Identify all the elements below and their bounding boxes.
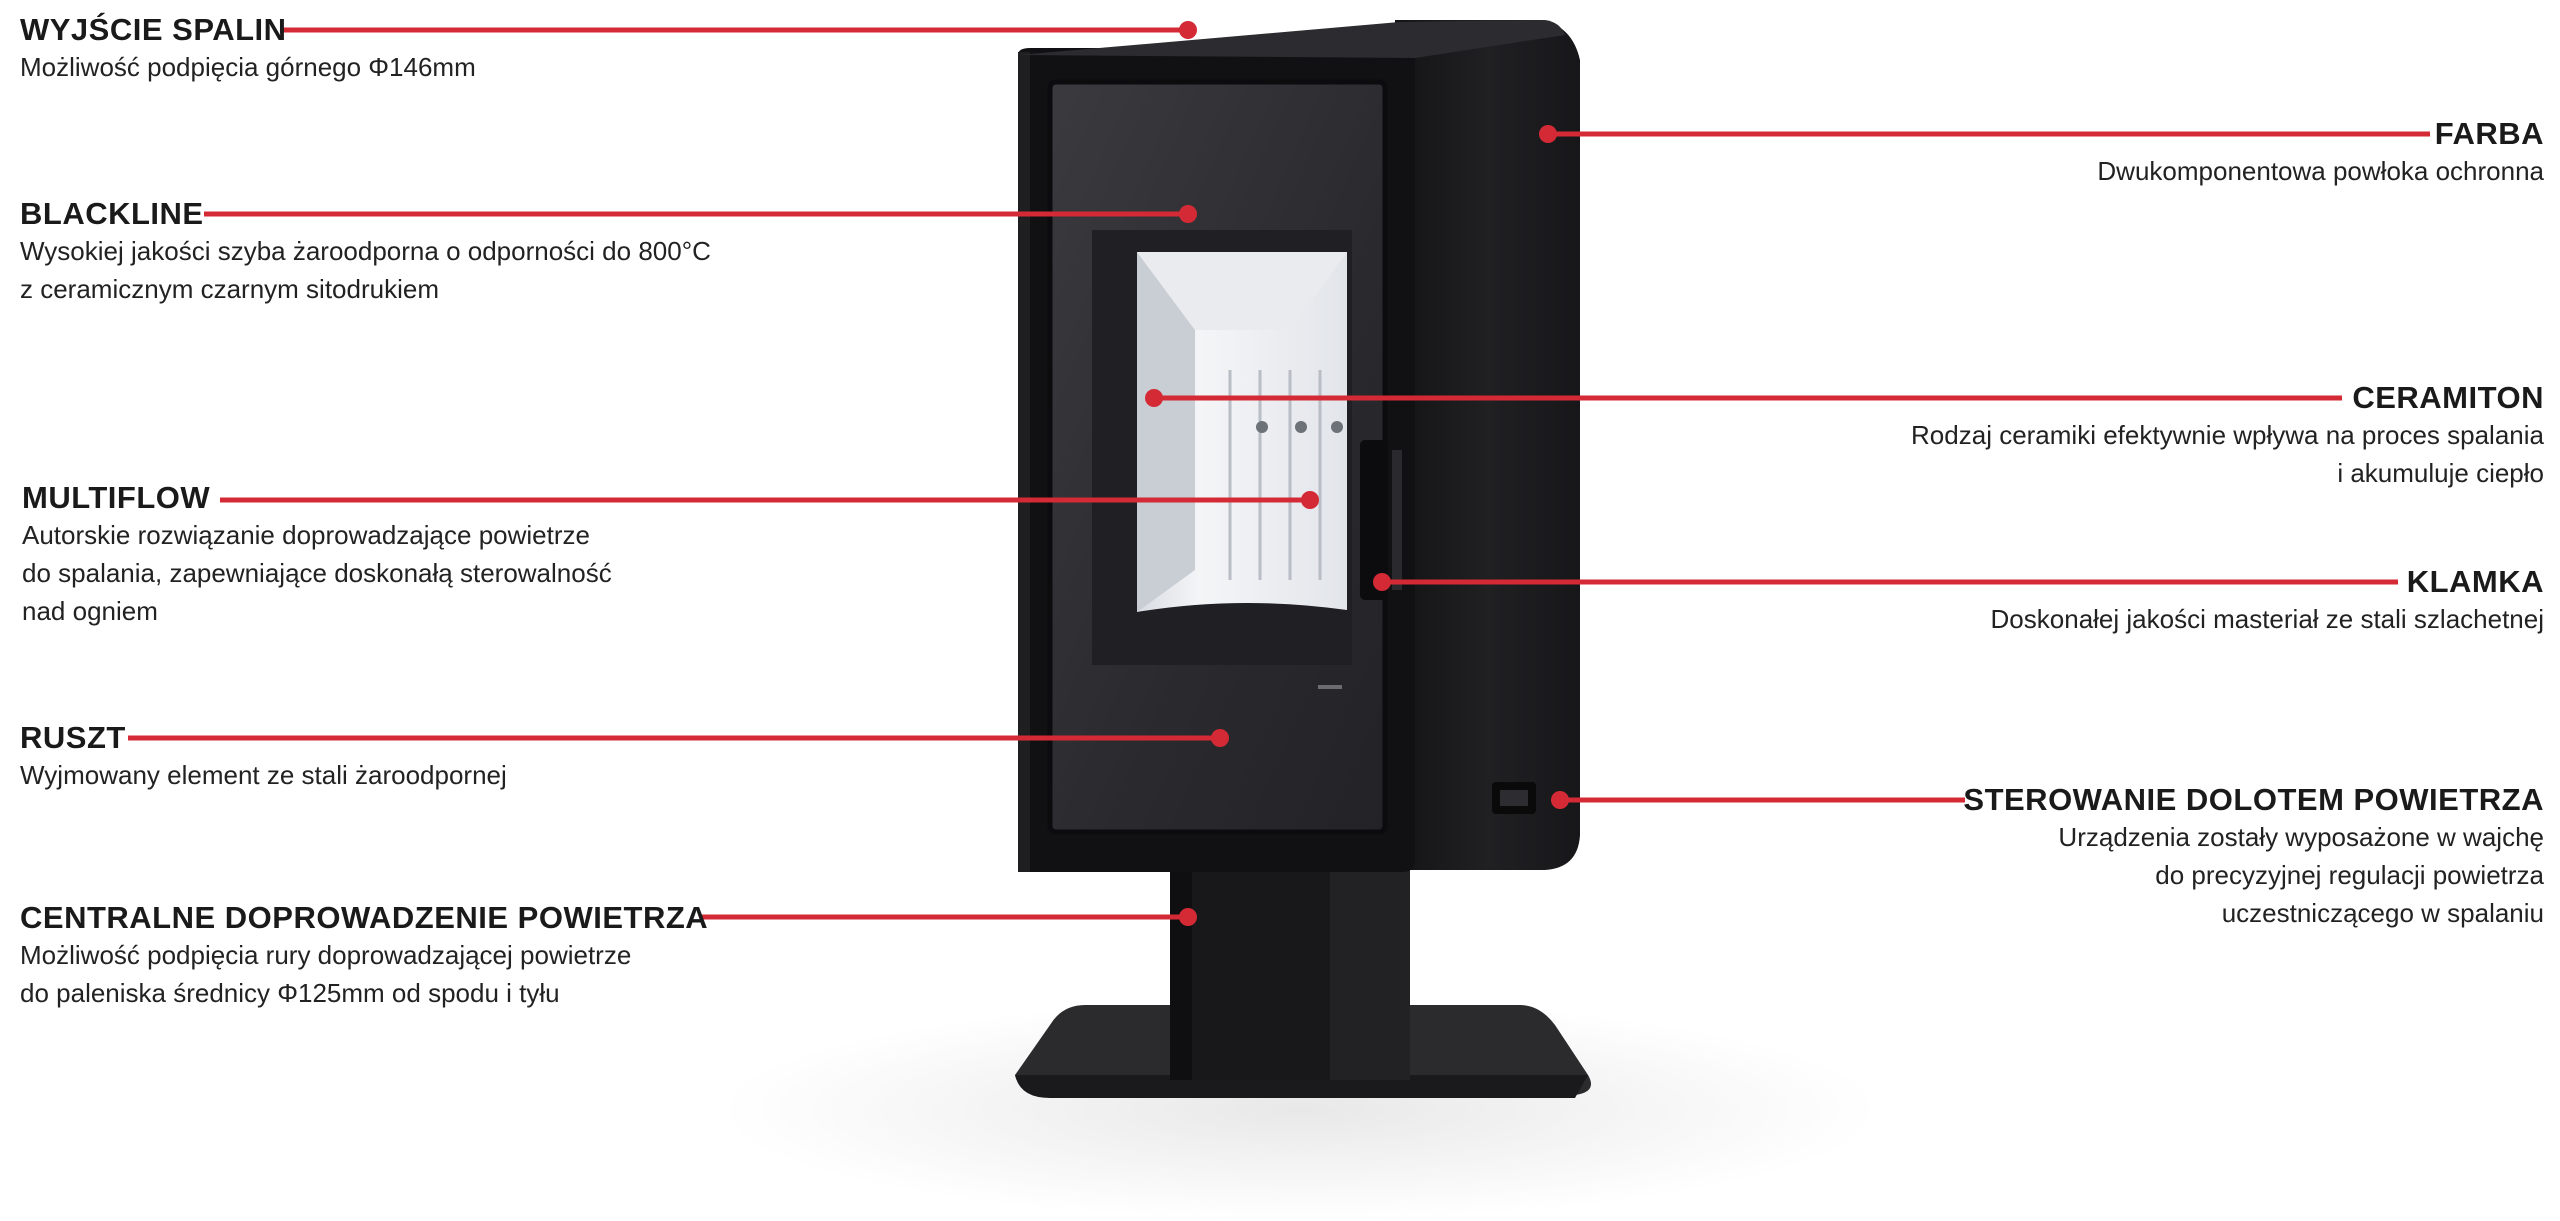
callout-farba: FARBA Dwukomponentowa powłoka ochronna: [2097, 116, 2544, 190]
callout-line: Urządzenia zostały wyposażone w wajchę: [2058, 822, 2544, 852]
callout-line: nad ogniem: [22, 596, 158, 626]
callout-title: CERAMITON: [2352, 380, 2544, 415]
leader-dot-wyjscie-spalin: [1179, 21, 1197, 39]
leader-dot-klamka: [1373, 573, 1391, 591]
callout-ruszt: RUSZT Wyjmowany element ze stali żaroodp…: [20, 720, 507, 794]
callout-title: CENTRALNE DOPROWADZENIE POWIETRZA: [20, 900, 709, 935]
callout-ceramiton: CERAMITON Rodzaj ceramiki efektywnie wpł…: [1911, 380, 2544, 492]
leader-dot-sterowanie: [1551, 791, 1569, 809]
callout-centralne: CENTRALNE DOPROWADZENIE POWIETRZA Możliw…: [20, 900, 708, 1012]
callout-line: z ceramicznym czarnym sitodrukiem: [20, 274, 439, 304]
callout-line: Możliwość podpięcia rury doprowadzającej…: [20, 940, 632, 970]
callout-line: Dwukomponentowa powłoka ochronna: [2097, 156, 2544, 186]
callout-line: i akumuluje ciepło: [2337, 458, 2544, 488]
leader-dot-multiflow: [1301, 491, 1319, 509]
leader-dot-centralne: [1179, 908, 1197, 926]
callout-sterowanie: STEROWANIE DOLOTEM POWIETRZA Urządzenia …: [1963, 782, 2544, 932]
floor-shadow: [720, 1000, 1880, 1220]
callout-wyjscie-spalin: WYJŚCIE SPALIN Możliwość podpięcia górne…: [20, 12, 476, 86]
callout-line: do paleniska średnicy Φ125mm od spodu i …: [20, 978, 560, 1008]
callout-line: do precyzyjnej regulacji powietrza: [2155, 860, 2544, 890]
leader-dot-farba: [1539, 125, 1557, 143]
callout-title: MULTIFLOW: [22, 480, 211, 515]
leader-dot-ruszt: [1211, 729, 1229, 747]
callout-title: FARBA: [2434, 116, 2544, 151]
leader-dot-blackline: [1179, 205, 1197, 223]
callout-klamka: KLAMKA Doskonałej jakości masteriał ze s…: [1991, 564, 2544, 638]
leader-dot-ceramiton: [1145, 389, 1163, 407]
callout-title: STEROWANIE DOLOTEM POWIETRZA: [1963, 782, 2544, 817]
callout-title: WYJŚCIE SPALIN: [20, 12, 287, 47]
callout-multiflow: MULTIFLOW Autorskie rozwiązanie doprowad…: [22, 480, 612, 630]
callout-title: RUSZT: [20, 720, 126, 755]
callout-line: Doskonałej jakości masteriał ze stali sz…: [1990, 604, 2544, 634]
callout-line: Autorskie rozwiązanie doprowadzające pow…: [22, 520, 590, 550]
callout-title: BLACKLINE: [20, 196, 204, 231]
callout-title: KLAMKA: [2406, 564, 2544, 599]
door-handle: [1360, 440, 1388, 600]
callout-layer: [128, 21, 2430, 926]
callout-line: Wyjmowany element ze stali żaroodpornej: [20, 760, 507, 790]
body-side-panel: [1395, 20, 1580, 870]
callout-line: Możliwość podpięcia górnego Φ146mm: [20, 52, 476, 82]
callout-blackline: BLACKLINE Wysokiej jakości szyba żaroodp…: [20, 196, 711, 308]
callout-line: uczestniczącego w spalaniu: [2221, 898, 2544, 928]
callout-line: do spalania, zapewniające doskonałą ster…: [22, 558, 612, 588]
callout-line: Rodzaj ceramiki efektywnie wpływa na pro…: [1911, 420, 2544, 450]
callout-line: Wysokiej jakości szyba żaroodporna o odp…: [20, 236, 711, 266]
